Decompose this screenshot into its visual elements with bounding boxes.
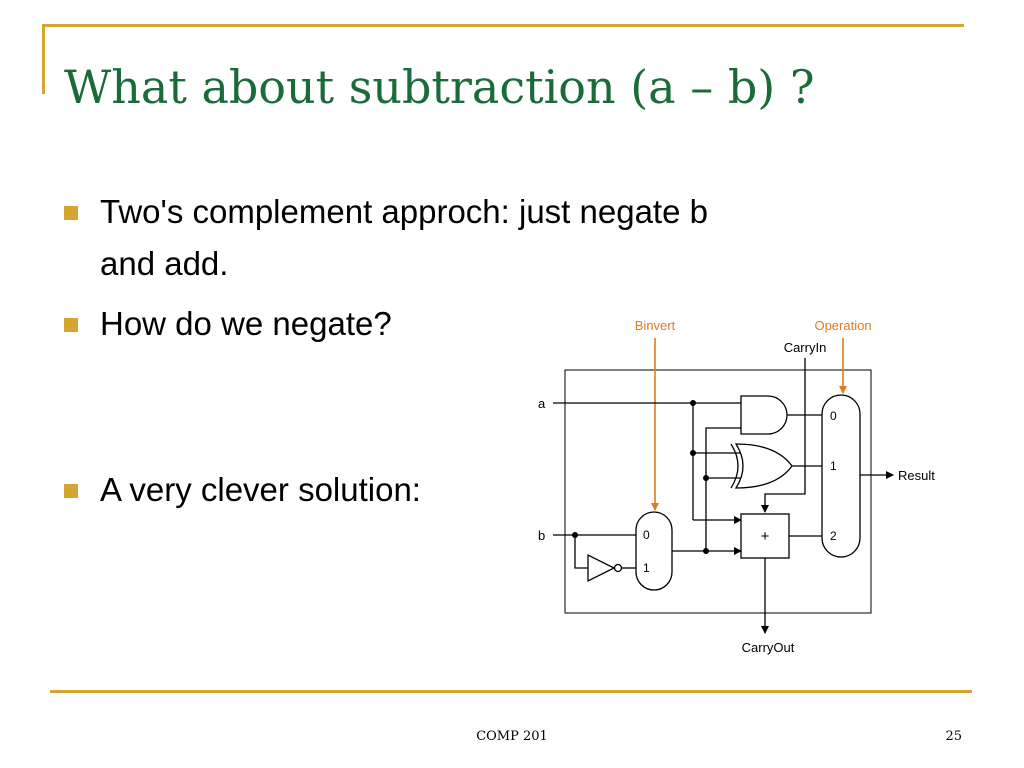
multiplexer-icon [635,511,673,591]
page-number: 25 [945,729,962,744]
bullet-text: How do we negate? [100,305,392,342]
carryin-label: CarryIn [784,340,827,355]
adder-icon [740,513,790,559]
frame-vertical-rule [42,24,45,94]
operation-label: Operation [814,318,871,333]
op-mux-input-1: 1 [830,459,837,473]
wire-b-and [705,427,741,551]
inverter-icon [587,553,616,583]
multiplexer-icon [821,394,861,558]
b-mux-input-1: 1 [643,561,650,575]
wire-carryin [761,358,806,513]
bullet-text: Two's complement approch: just negate b [100,193,708,230]
b-mux-input-0: 0 [643,528,650,542]
footer-rule [50,690,972,693]
alu-bit-box [564,369,872,614]
footer-course: COMP 201 [476,729,548,744]
or-gate-icon [734,443,793,489]
binvert-label: Binvert [635,318,676,333]
or-gate-back-curve [730,443,739,489]
input-a-label: a [538,396,546,411]
bullet-marker [64,206,78,220]
bullet-marker [64,484,78,498]
inverter-bubble [613,563,623,573]
op-mux-input-2: 2 [830,529,837,543]
and-gate-icon [740,395,788,435]
bullet-marker [64,318,78,332]
bullet-text: and add. [100,245,229,282]
frame-horizontal-rule [42,24,964,27]
carryout-label: CarryOut [742,640,795,655]
input-b-label: b [538,528,545,543]
bullet-text: A very clever solution: [100,471,421,508]
slide-title: What about subtraction (a – b) ? [64,60,815,114]
wire-b-inverter [574,535,588,569]
alu-circuit-diagram: Binvert Operation CarryIn a b 0 1 [538,318,935,655]
adder-symbol: + [761,528,770,545]
result-label: Result [898,468,935,483]
op-mux-input-0: 0 [830,409,837,423]
